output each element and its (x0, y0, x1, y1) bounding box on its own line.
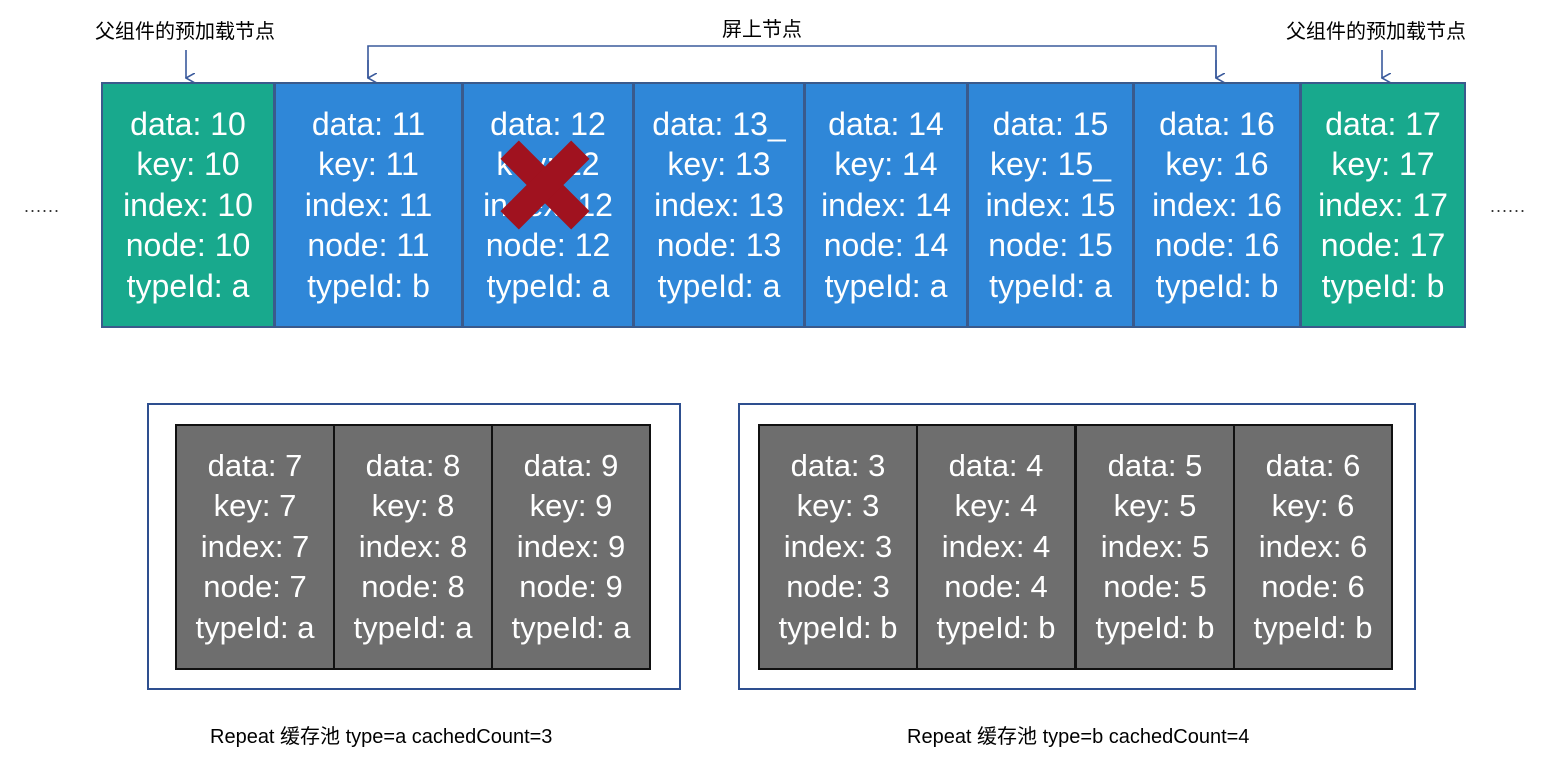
node-typeid: typeId: b (936, 609, 1056, 645)
cache-pool-a-label: Repeat 缓存池 type=a cachedCount=3 (210, 726, 553, 748)
node-typeid: typeId: b (1155, 267, 1279, 304)
onscreen-label: 屏上节点 (722, 19, 802, 41)
node-index: index: 3 (783, 528, 893, 564)
node-node: node: 14 (823, 227, 949, 264)
node-key: key: 6 (1271, 488, 1355, 524)
node-index: index: 12 (483, 186, 613, 223)
node-index: index: 13 (654, 186, 784, 223)
node-data: data: 13_ (652, 105, 786, 142)
node-index: index: 11 (304, 186, 433, 223)
node-key: key: 17 (1331, 146, 1435, 183)
node-typeid: typeId: a (657, 267, 781, 304)
node-key: key: 3 (796, 488, 880, 524)
node-typeid: typeId: b (1321, 267, 1445, 304)
node-index: index: 15 (985, 186, 1116, 223)
node-node: node: 8 (361, 569, 465, 605)
node-data: data: 7 (207, 447, 303, 483)
node-typeid: typeId: b (307, 267, 430, 304)
node-index: index: 16 (1152, 186, 1282, 223)
node-data: data: 4 (948, 447, 1044, 483)
node-index: index: 14 (821, 186, 951, 223)
node-key: key: 14 (834, 146, 938, 183)
node-data: data: 15 (992, 105, 1109, 142)
node-key: key: 13 (667, 146, 771, 183)
node-index: index: 9 (516, 528, 626, 564)
pool-b-node-4: data: 4 key: 4 index: 4 node: 4 typeId: … (916, 424, 1076, 670)
node-node: node: 13 (656, 227, 782, 264)
node-node: node: 7 (203, 569, 307, 605)
node-key: key: 9 (529, 488, 613, 524)
pool-b-node-3: data: 3 key: 3 index: 3 node: 3 typeId: … (758, 424, 918, 670)
node-key: key: 12 (496, 146, 600, 183)
node-data: data: 16 (1159, 105, 1275, 142)
pool-a-node-8: data: 8 key: 8 index: 8 node: 8 typeId: … (333, 424, 493, 670)
parent-preload-label-left: 父组件的预加载节点 (95, 21, 275, 43)
node-node: node: 4 (944, 569, 1048, 605)
node-data: data: 9 (523, 447, 619, 483)
node-typeid: typeId: a (195, 609, 315, 645)
node-typeid: typeId: a (824, 267, 948, 304)
node-data: data: 5 (1107, 447, 1203, 483)
pool-a-node-9: data: 9 key: 9 index: 9 node: 9 typeId: … (491, 424, 651, 670)
node-data: data: 17 (1325, 105, 1441, 142)
pool-b-node-5: data: 5 key: 5 index: 5 node: 5 typeId: … (1075, 424, 1235, 670)
node-cell-14: data: 14 key: 14 index: 14 node: 14 type… (804, 82, 968, 328)
node-index: index: 6 (1258, 528, 1368, 564)
node-key: key: 7 (213, 488, 297, 524)
node-node: node: 12 (485, 227, 611, 264)
node-cell-10: data: 10 key: 10 index: 10 node: 10 type… (101, 82, 275, 328)
node-data: data: 12 (490, 105, 606, 142)
node-cell-17: data: 17 key: 17 index: 17 node: 17 type… (1300, 82, 1466, 328)
node-index: index: 4 (941, 528, 1051, 564)
node-data: data: 8 (365, 447, 461, 483)
node-typeid: typeId: a (126, 267, 250, 304)
pool-a-node-7: data: 7 key: 7 index: 7 node: 7 typeId: … (175, 424, 335, 670)
node-cell-13: data: 13_ key: 13 index: 13 node: 13 typ… (633, 82, 805, 328)
node-typeid: typeId: a (511, 609, 631, 645)
parent-preload-label-right: 父组件的预加载节点 (1286, 21, 1466, 43)
node-node: node: 10 (125, 227, 251, 264)
pool-b-node-6: data: 6 key: 6 index: 6 node: 6 typeId: … (1233, 424, 1393, 670)
node-typeid: typeId: b (1253, 609, 1373, 645)
ellipsis-left: ...... (24, 196, 61, 216)
node-node: node: 11 (307, 227, 430, 264)
node-typeid: typeId: a (486, 267, 610, 304)
cache-pool-b-label: Repeat 缓存池 type=b cachedCount=4 (907, 726, 1250, 748)
node-node: node: 3 (786, 569, 890, 605)
node-node: node: 16 (1154, 227, 1280, 264)
node-data: data: 11 (311, 105, 426, 142)
node-index: index: 8 (358, 528, 468, 564)
node-index: index: 7 (200, 528, 310, 564)
node-data: data: 3 (790, 447, 886, 483)
node-key: key: 16 (1165, 146, 1269, 183)
node-cell-16: data: 16 key: 16 index: 16 node: 16 type… (1133, 82, 1301, 328)
node-node: node: 5 (1103, 569, 1207, 605)
node-key: key: 8 (371, 488, 455, 524)
node-cell-11: data: 11 key: 11 index: 11 node: 11 type… (274, 82, 463, 328)
node-cell-12: data: 12 key: 12 index: 12 node: 12 type… (462, 82, 634, 328)
node-key: key: 4 (954, 488, 1038, 524)
node-key: key: 5 (1113, 488, 1197, 524)
node-typeid: typeId: b (778, 609, 898, 645)
node-node: node: 17 (1320, 227, 1446, 264)
node-index: index: 5 (1100, 528, 1210, 564)
node-data: data: 10 (130, 105, 246, 142)
node-node: node: 9 (519, 569, 623, 605)
node-data: data: 14 (828, 105, 944, 142)
node-typeid: typeId: a (989, 267, 1112, 304)
node-typeid: typeId: a (353, 609, 473, 645)
node-data: data: 6 (1265, 447, 1361, 483)
onscreen-bracket (367, 45, 1217, 78)
node-key: key: 10 (136, 146, 240, 183)
node-node: node: 6 (1261, 569, 1365, 605)
node-index: index: 10 (123, 186, 253, 223)
node-key: key: 15_ (990, 146, 1111, 183)
node-node: node: 15 (988, 227, 1113, 264)
ellipsis-right: ...... (1490, 196, 1527, 216)
node-index: index: 17 (1318, 186, 1448, 223)
node-key: key: 11 (318, 146, 419, 183)
node-cell-15: data: 15 key: 15_ index: 15 node: 15 typ… (967, 82, 1134, 328)
node-typeid: typeId: b (1095, 609, 1215, 645)
